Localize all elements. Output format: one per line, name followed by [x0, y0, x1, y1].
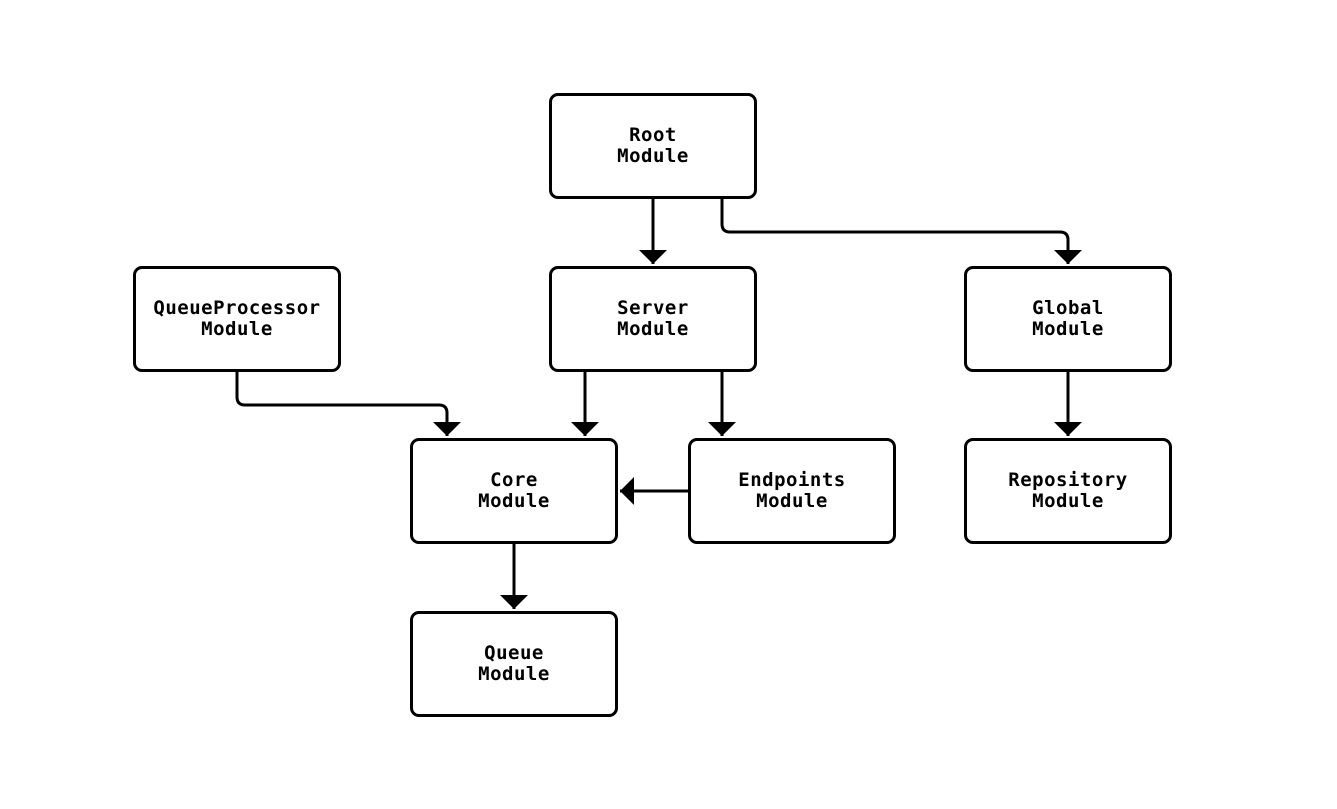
node-server-module: Server Module: [549, 266, 757, 372]
edge-root-to-global: [720, 199, 1082, 264]
node-queue-module: Queue Module: [410, 611, 618, 717]
node-root-module: Root Module: [549, 93, 757, 199]
node-label-line: Core: [490, 468, 538, 491]
node-label-line: Module: [478, 663, 550, 685]
node-label-line: Module: [1032, 318, 1104, 340]
node-endpoints-module: Endpoints Module: [688, 438, 896, 544]
node-label-line: Module: [756, 490, 828, 512]
node-label-line: Server: [617, 296, 689, 319]
node-label-line: Queue: [484, 641, 544, 664]
node-global-module: Global Module: [964, 266, 1172, 372]
node-queueprocessor-module: QueueProcessor Module: [133, 266, 341, 372]
node-label-line: Repository: [1008, 468, 1128, 491]
node-label-line: Module: [478, 490, 550, 512]
node-label-line: QueueProcessor: [153, 296, 321, 319]
node-label-line: Module: [617, 145, 689, 167]
node-label-line: Module: [1032, 490, 1104, 512]
node-label-line: Module: [201, 318, 273, 340]
node-label-line: Endpoints: [738, 468, 846, 491]
node-core-module: Core Module: [410, 438, 618, 544]
node-label-line: Module: [617, 318, 689, 340]
edge-queueprocessor-to-core: [235, 372, 461, 436]
node-label-line: Root: [629, 123, 677, 146]
node-repository-module: Repository Module: [964, 438, 1172, 544]
node-label-line: Global: [1032, 296, 1104, 319]
